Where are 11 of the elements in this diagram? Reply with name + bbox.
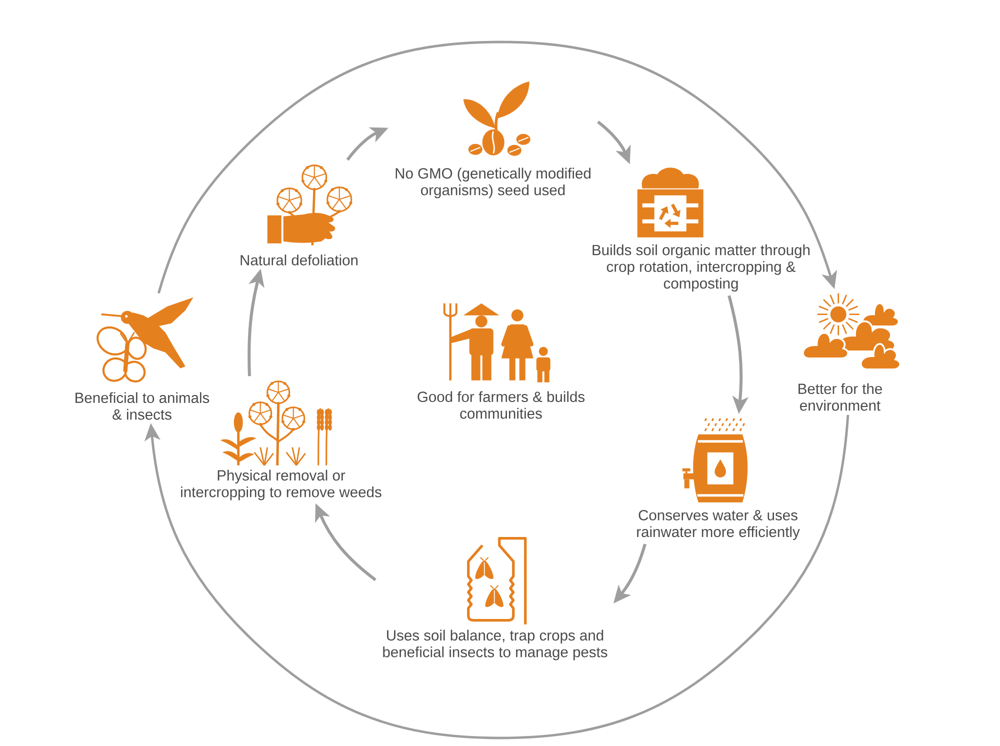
- node-label: Good for farmers & builds communities: [418, 391, 585, 419]
- node-label: Builds soil organic matter through crop rotation, intercropping & composting: [592, 244, 810, 292]
- curved-arrow: [157, 40, 838, 294]
- node-label: Physical removal or intercropping to remove weeds: [181, 470, 382, 500]
- node-label: Beneficial to animals & insects: [76, 392, 210, 420]
- node-label: Conserves water & uses rainwater more efficiently: [637, 510, 800, 540]
- node-label: Natural defoliation: [240, 254, 358, 266]
- node-label: Better for the environment: [798, 383, 882, 411]
- node-label: Uses soil balance, trap crops and beneficial insects to manage pests: [383, 630, 608, 660]
- curved-arrow: [144, 414, 850, 740]
- node-label: No GMO (genetically modified organisms) seed used: [396, 168, 590, 198]
